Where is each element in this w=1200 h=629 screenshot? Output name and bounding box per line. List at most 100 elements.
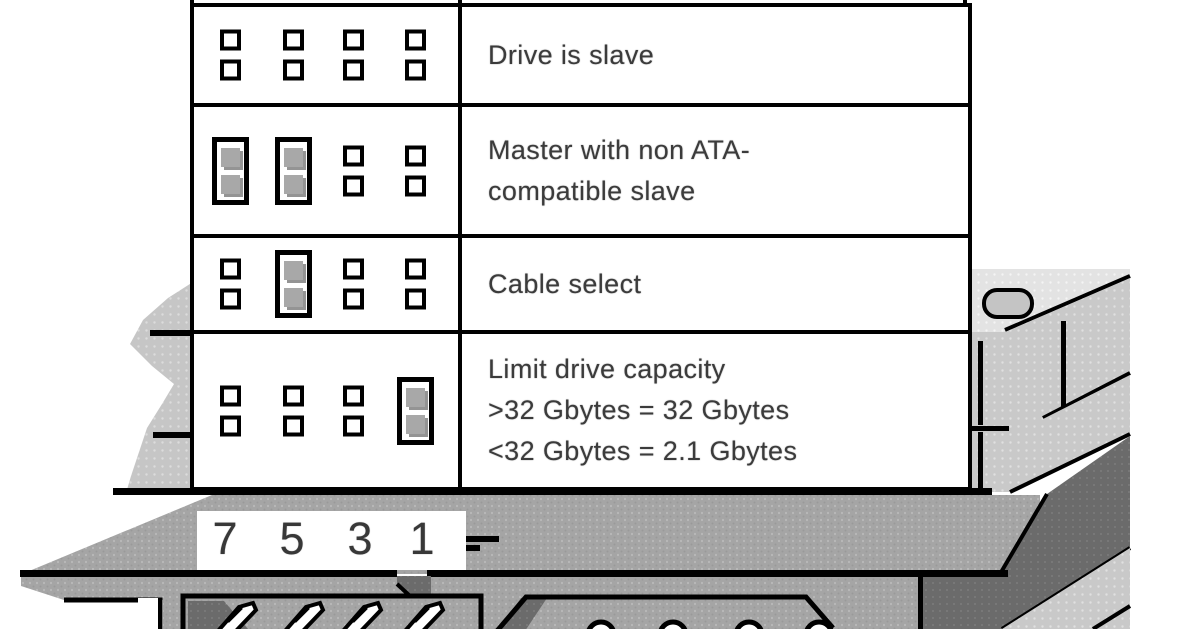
jumper-settings-table: Drive is slave Master with non ATA- comp…: [190, 3, 972, 491]
flange-edge: [1091, 604, 1132, 629]
open-pin: [343, 415, 364, 436]
drive-side-face-lower: [967, 375, 1130, 492]
open-pin: [405, 59, 426, 81]
description-line: Cable select: [488, 268, 642, 299]
power-pin: [586, 619, 616, 629]
flange-edge: [1004, 274, 1131, 332]
jumper-pin: [284, 600, 326, 629]
drive-bottom-flange: [1002, 548, 1130, 629]
table-row: Drive is slave: [194, 7, 968, 107]
front-top-edge: [20, 570, 397, 577]
power-pin: [734, 619, 764, 629]
jumpered-pin: [284, 147, 303, 167]
open-pin: [283, 59, 304, 81]
table-border-stub: [963, 0, 967, 5]
jumpered-pin: [284, 288, 303, 307]
jumpered-pin: [284, 261, 303, 280]
jumper-diagram-master-non-ata: [194, 107, 462, 234]
jumper-pin: [404, 600, 446, 629]
open-pin: [343, 59, 364, 81]
pin-label-7: 7: [212, 513, 238, 564]
open-pin: [343, 288, 364, 310]
jumper-diagram-drive-is-slave: [194, 7, 462, 103]
jumper-position-3-open: [343, 258, 364, 310]
jumper-position-1-open: [220, 29, 241, 81]
pin-label-5: 5: [279, 513, 305, 564]
pin-label-3: 3: [347, 513, 373, 564]
jumper-position-2-jumpered: [275, 136, 312, 205]
pin-label-1: 1: [409, 513, 435, 564]
table-border-stub: [458, 0, 462, 5]
table-bottom-edge: [113, 488, 992, 495]
description-line: Limit drive capacity: [488, 354, 726, 384]
open-pin: [283, 385, 304, 406]
setting-description: Cable select: [462, 238, 968, 330]
drive-side-face-upper: [967, 278, 1130, 419]
power-pin: [804, 619, 834, 629]
panel-line: [978, 432, 983, 492]
jumper-position-4-jumpered: [397, 376, 434, 445]
jumper-position-1-open: [220, 258, 241, 310]
jumper-position-3-open: [343, 145, 364, 196]
pin-number-label-box: 7 5 3 1: [197, 511, 466, 570]
open-pin: [220, 258, 241, 280]
open-pin: [343, 145, 364, 166]
open-pin: [405, 288, 426, 310]
open-pin: [343, 258, 364, 280]
power-connector: [495, 594, 835, 629]
front-right-edge: [918, 575, 923, 629]
connector-shadow: [498, 598, 547, 629]
jumpered-pin: [284, 174, 303, 194]
setting-description: Limit drive capacity >32 Gbytes = 32 Gby…: [462, 334, 968, 487]
jumpered-pin: [221, 147, 240, 167]
edge-line: [153, 432, 193, 438]
setting-description: Drive is slave: [462, 7, 968, 103]
screw-hole-icon: [982, 288, 1034, 319]
jumper-position-4-open: [405, 258, 426, 310]
corner-edge: [998, 492, 1049, 576]
open-pin: [220, 385, 241, 406]
open-pin: [343, 385, 364, 406]
jumpered-pin: [221, 174, 240, 194]
open-pin: [220, 415, 241, 436]
jumpered-pin: [406, 387, 425, 407]
panel-line: [1061, 321, 1066, 407]
front-top-edge: [431, 570, 1008, 577]
jumper-position-2-jumpered: [275, 250, 312, 318]
panel-line: [978, 341, 983, 425]
open-pin: [405, 29, 426, 51]
jumper-pin: [342, 600, 384, 629]
drive-body-left-edge: [126, 282, 193, 493]
setting-description: Master with non ATA- compatible slave: [462, 107, 968, 234]
open-pin: [343, 29, 364, 51]
jumpered-pin: [406, 414, 425, 434]
jumper-position-1-open: [220, 385, 241, 436]
jumper-pin: [217, 600, 259, 629]
side-edge: [1009, 432, 1131, 494]
open-pin: [343, 175, 364, 196]
jumper-position-2-open: [283, 29, 304, 81]
open-pin: [405, 258, 426, 280]
table-row: Master with non ATA- compatible slave: [194, 107, 968, 238]
table-row: Cable select: [194, 238, 968, 334]
jumper-position-3-open: [343, 29, 364, 81]
open-pin: [405, 175, 426, 196]
description-line: <32 Gbytes = 2.1 Gbytes: [488, 436, 798, 466]
open-pin: [405, 145, 426, 166]
description-line: >32 Gbytes = 32 Gbytes: [488, 395, 790, 425]
open-pin: [220, 29, 241, 51]
notch-edge: [427, 566, 433, 576]
description-line: compatible slave: [488, 175, 696, 206]
table-row: Limit drive capacity >32 Gbytes = 32 Gby…: [194, 334, 968, 487]
open-pin: [220, 288, 241, 310]
jumper-position-2-open: [283, 385, 304, 436]
jumper-pin-block: [180, 593, 484, 629]
panel-line: [967, 426, 1009, 431]
jumper-position-4-open: [405, 145, 426, 196]
front-corner-line: [64, 597, 163, 629]
jumper-position-1-jumpered: [212, 136, 249, 205]
drive-top-face: [22, 495, 1040, 574]
table-border-stub: [190, 0, 194, 5]
description-line: Master with non ATA-: [488, 134, 751, 165]
